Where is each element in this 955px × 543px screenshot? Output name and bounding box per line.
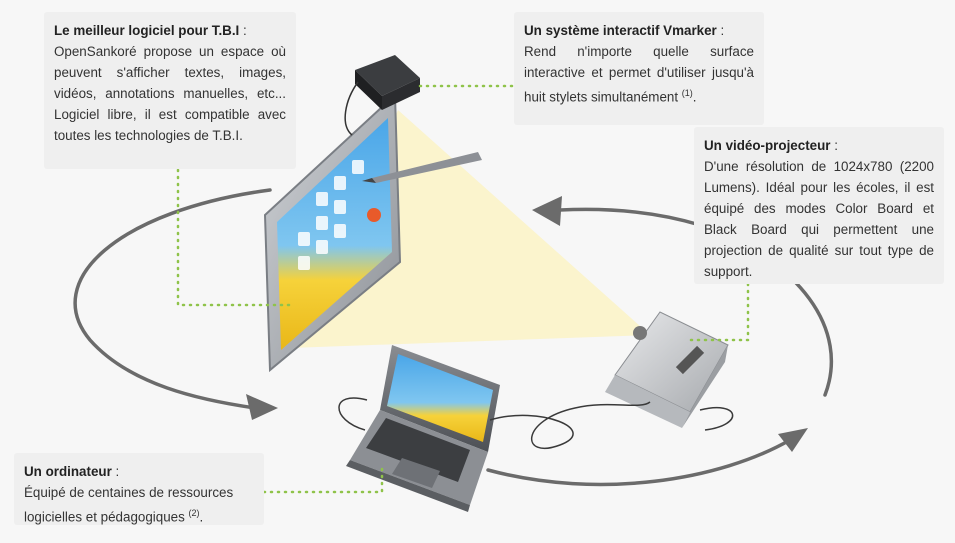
info-box-computer: Un ordinateur : Équipé de centaines de r… <box>14 453 264 525</box>
projector-title: Un vidéo-projecteur <box>704 138 831 153</box>
vmarker-title-suffix: : <box>716 23 725 38</box>
computer-title-suffix: : <box>111 464 120 479</box>
vmarker-footnote-ref: (1) <box>681 88 693 98</box>
board-mascot-icon <box>367 208 381 222</box>
arrow-left-head <box>246 394 278 420</box>
laptop <box>346 345 500 512</box>
computer-description: Équipé de centaines de ressources logici… <box>24 485 234 525</box>
computer-end: . <box>199 509 204 525</box>
vmarker-device <box>344 55 420 136</box>
tbi-title-suffix: : <box>239 23 247 38</box>
connector-computer <box>262 466 384 494</box>
connector-projector <box>688 282 750 342</box>
arrow-right-head <box>532 196 562 226</box>
projector-title-suffix: : <box>830 138 838 153</box>
info-box-tbi: Le meilleur logiciel pour T.B.I : OpenSa… <box>44 12 296 169</box>
cables <box>338 397 734 450</box>
vmarker-title: Un système interactif Vmarker <box>524 23 717 38</box>
video-projector <box>605 311 729 428</box>
vmarker-end: . <box>692 89 697 105</box>
arrow-bottom-curve <box>486 438 792 487</box>
dotted-connectors <box>176 84 750 494</box>
info-box-vmarker: Un système interactif Vmarker : Rend n'i… <box>514 12 764 125</box>
tbi-title: Le meilleur logiciel pour T.B.I <box>54 23 240 38</box>
projector-vent <box>675 345 705 375</box>
vmarker-description: Rend n'importe quelle surface interactiv… <box>524 44 754 105</box>
stylus-pen-icon <box>362 152 482 183</box>
computer-title: Un ordinateur <box>24 464 112 479</box>
interactive-board <box>263 92 402 373</box>
projector-lens-icon <box>633 326 647 340</box>
info-box-projector: Un vidéo-projecteur : D'une résolution d… <box>694 127 944 284</box>
arrow-bottom-head <box>778 428 808 452</box>
board-app-icons <box>298 160 364 270</box>
computer-footnote-ref: (2) <box>188 508 200 518</box>
projector-description: D'une résolution de 1024x780 (2200 Lumen… <box>704 159 934 279</box>
tbi-description: OpenSankoré propose un espace où peuvent… <box>54 44 286 143</box>
arrow-left-curve <box>73 188 272 410</box>
connector-tbi <box>176 168 292 307</box>
